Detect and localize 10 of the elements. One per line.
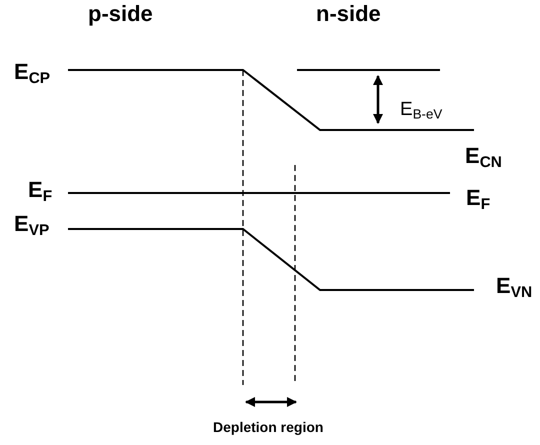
energy-difference-label: E$_{B-eV}$ (400, 100, 442, 122)
energy-level-label: E$_{F}$ (28, 178, 52, 206)
energy-level-label: E$_{VN}$ (496, 274, 532, 302)
energy-level-label: E$_{F}$ (466, 186, 490, 214)
side-heading: p-side (88, 2, 153, 26)
region-caption: Depletion region (213, 420, 324, 436)
energy-level-label: E$_{VP}$ (14, 212, 50, 240)
energy-level-label: E$_{CP}$ (14, 60, 50, 88)
side-heading: n-side (316, 2, 381, 26)
energy-level-label: E$_{CN}$ (465, 144, 502, 172)
